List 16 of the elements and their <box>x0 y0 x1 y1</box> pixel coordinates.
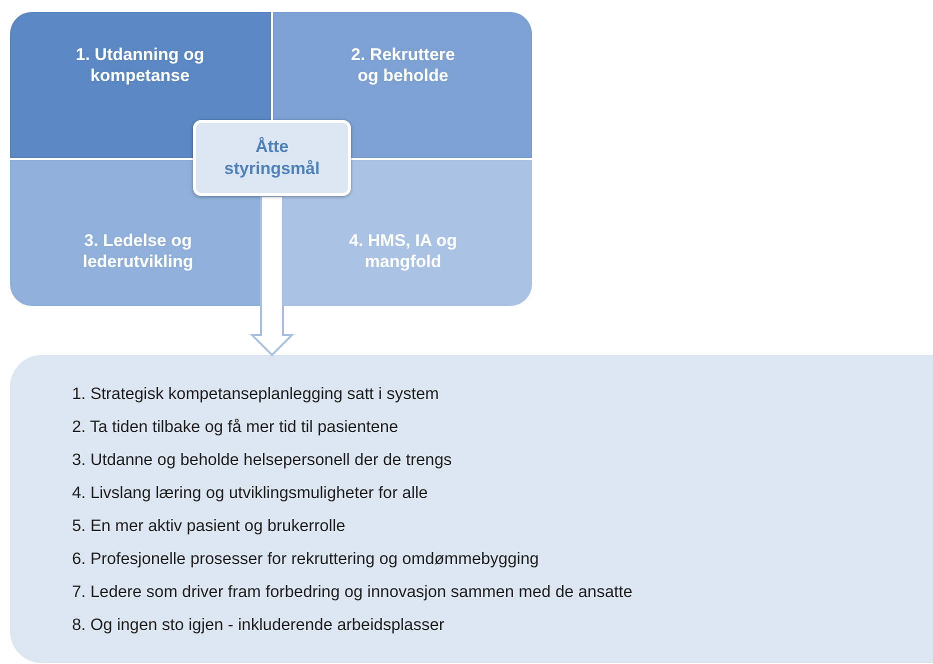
list-item: 3. Utdanne og beholde helsepersonell der de trengs <box>72 451 452 470</box>
hollow-arrow <box>250 195 294 356</box>
quadrant-label: 1. Utdanning og kompetanse <box>74 44 206 86</box>
list-item: 2. Ta tiden tilbake og få mer tid til pasientene <box>72 418 398 437</box>
list-item: 1. Strategisk kompetanseplanlegging satt i system <box>72 385 439 404</box>
quadrant-label: 2. Rekruttere og beholde <box>350 44 456 86</box>
quadrant-label: 3. Ledelse og lederutvikling <box>82 230 194 272</box>
list-panel <box>10 355 933 663</box>
list-item: 8. Og ingen sto igjen - inkluderende arbeidsplasser <box>72 616 444 635</box>
list-item: 4. Livslang læring og utviklingsmuligheter for alle <box>72 484 428 503</box>
list-item: 5. En mer aktiv pasient og brukerrolle <box>72 517 346 536</box>
center-label: Åtte styringsmål <box>223 136 321 180</box>
quadrant-label: 4. HMS, IA og mangfold <box>348 230 458 272</box>
list-item: 6. Profesjonelle prosesser for rekruttering og omdømmebygging <box>72 550 539 569</box>
center-box <box>193 120 351 196</box>
list-item: 7. Ledere som driver fram forbedring og innovasjon sammen med de ansatte <box>72 583 632 602</box>
